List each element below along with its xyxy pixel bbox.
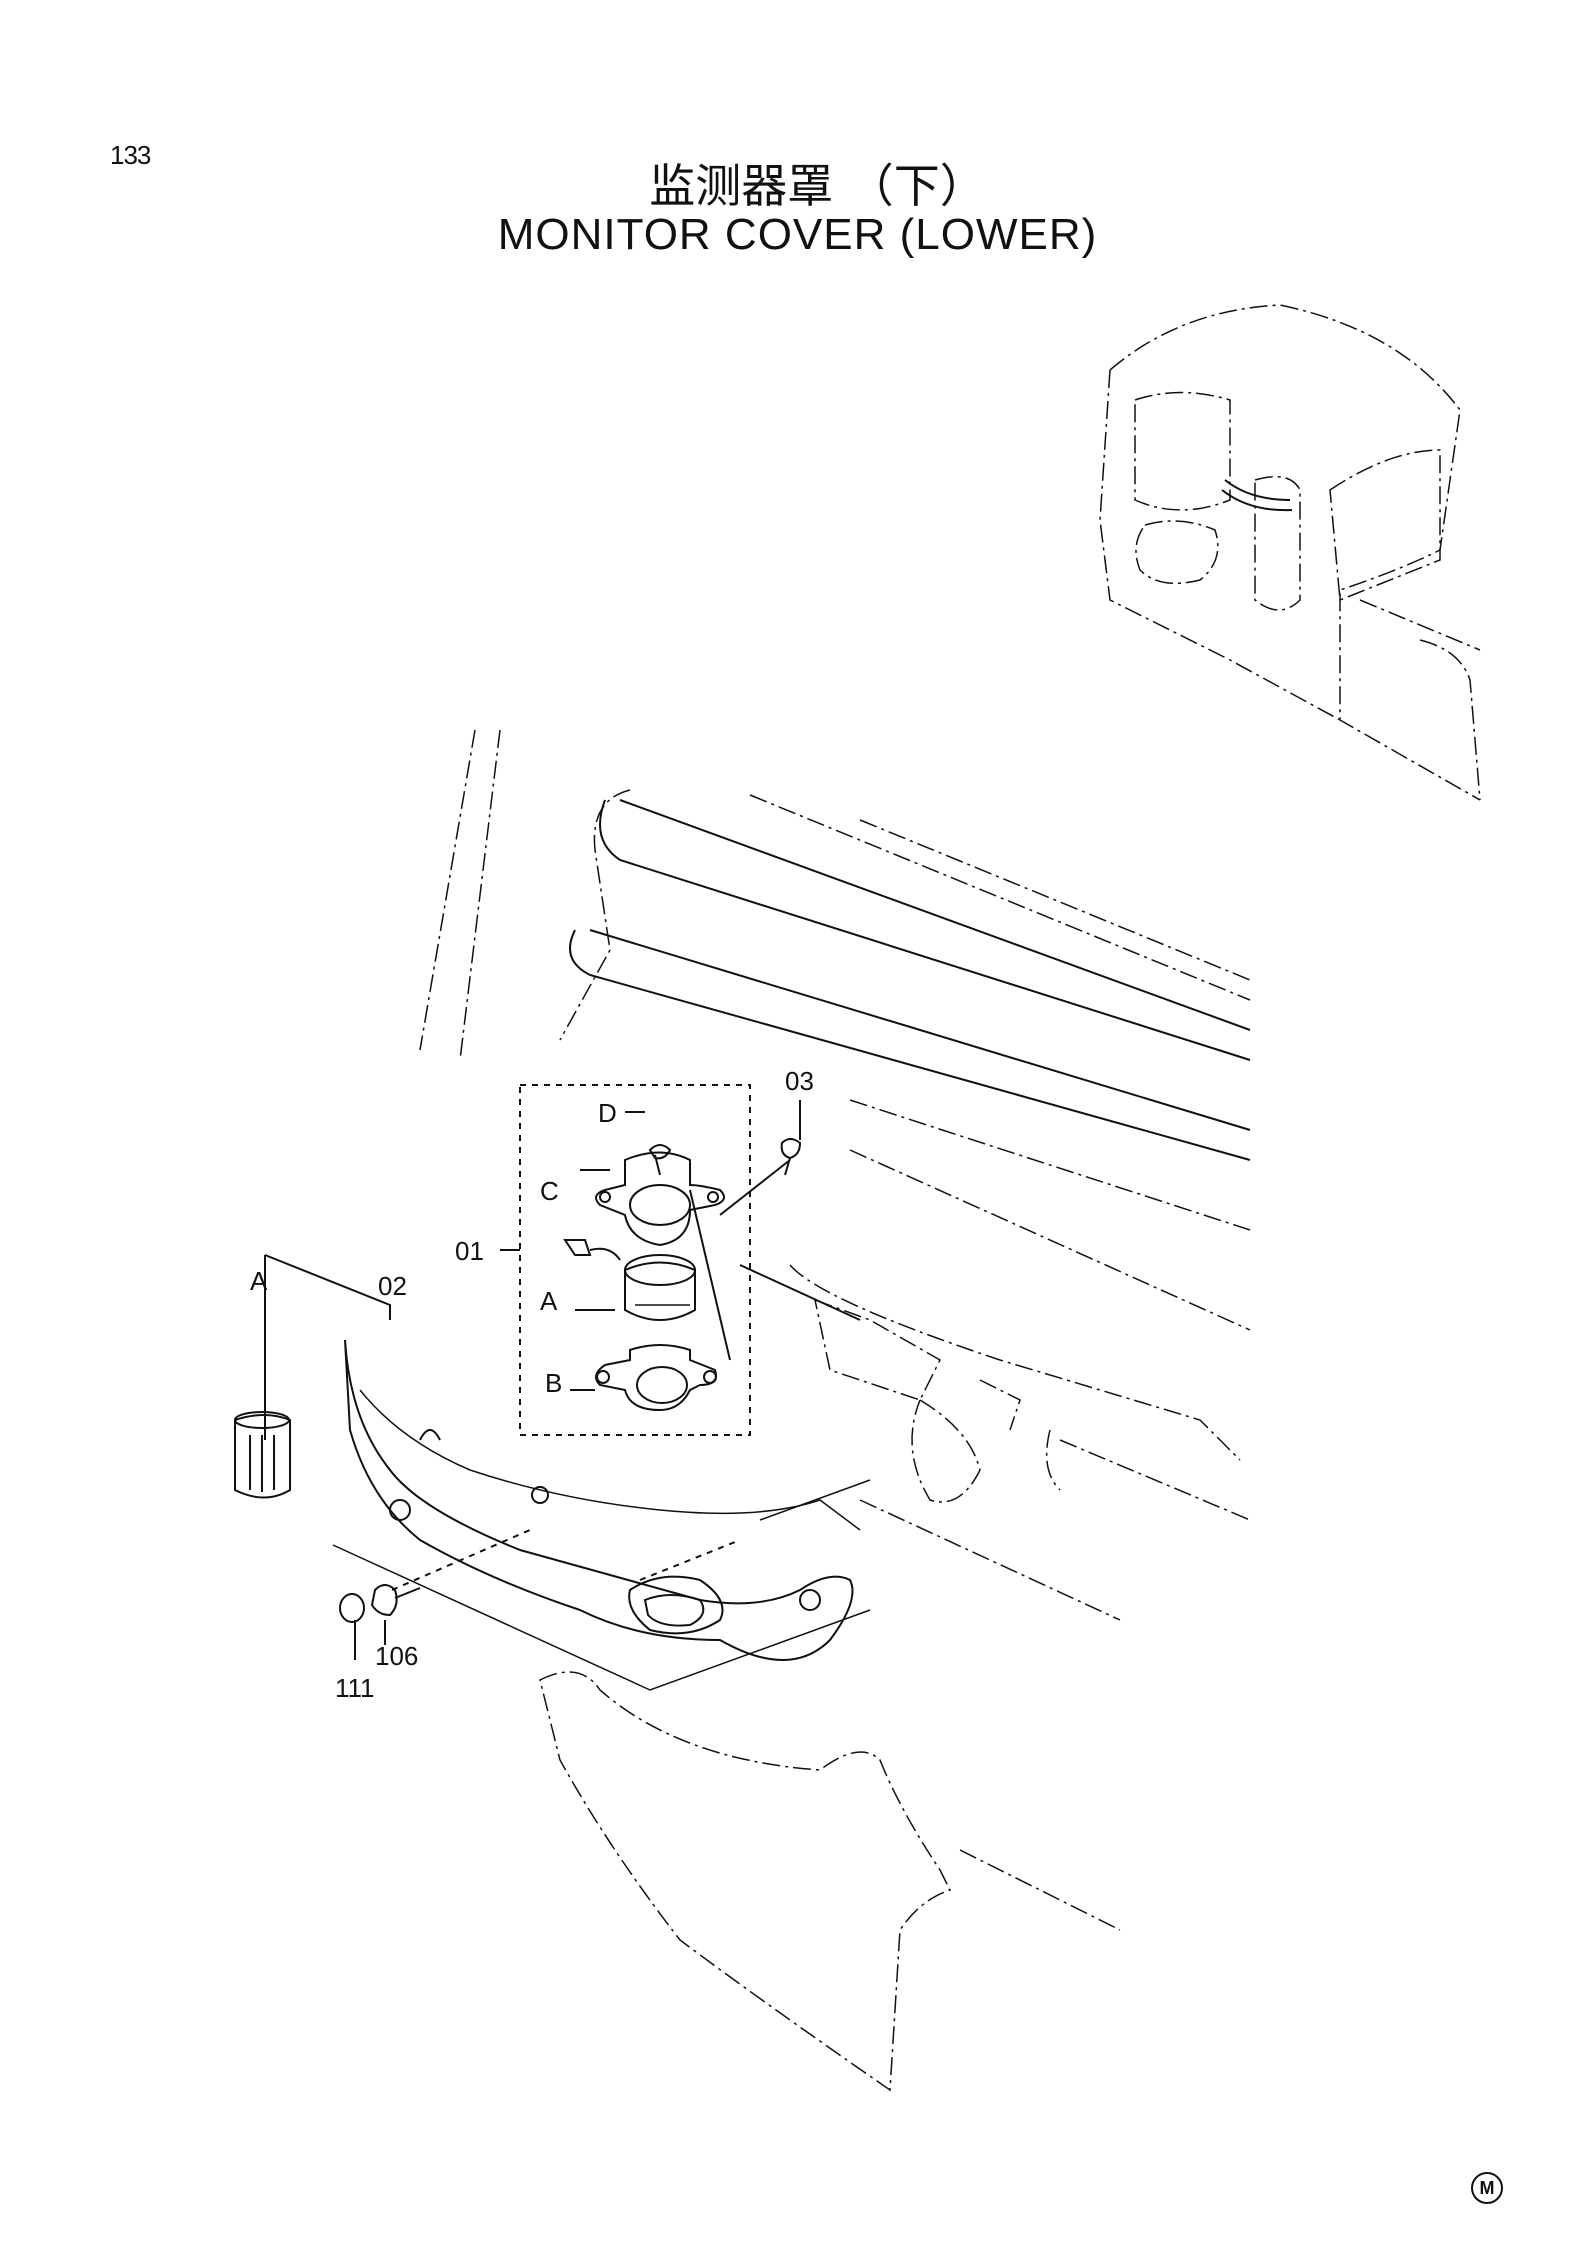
- machine-cab-illustration: [1099, 304, 1481, 801]
- trademark-circle-m: M: [1471, 2172, 1503, 2204]
- leader-lines: [264, 1100, 861, 1660]
- label-detail-b: B: [545, 1368, 562, 1398]
- label-detail-a: A: [540, 1286, 558, 1316]
- part-01-detail-box: [519, 1084, 751, 1436]
- label-detail-a-main: A: [250, 1266, 268, 1296]
- machine-frame-background: [419, 729, 1251, 1621]
- bolt-and-cap-parts: [339, 1584, 421, 1623]
- label-part-02: 02: [378, 1271, 407, 1301]
- page-title-english: MONITOR COVER (LOWER): [497, 210, 1098, 259]
- label-detail-d: D: [598, 1098, 617, 1128]
- clip-part-a: [234, 1411, 291, 1499]
- label-part-01: 01: [455, 1236, 484, 1266]
- label-part-03: 03: [785, 1066, 814, 1096]
- label-part-106: 106: [375, 1641, 418, 1671]
- lower-side-panel: [539, 1671, 1121, 2092]
- page-number: 133: [110, 140, 151, 170]
- monitor-cover-lower: [332, 1339, 871, 1691]
- monitor-assembly-parts: [563, 1138, 802, 1412]
- page-title-chinese: 监测器罩 （下）: [649, 159, 986, 213]
- label-part-111: 111: [335, 1673, 375, 1703]
- label-detail-c: C: [540, 1176, 559, 1206]
